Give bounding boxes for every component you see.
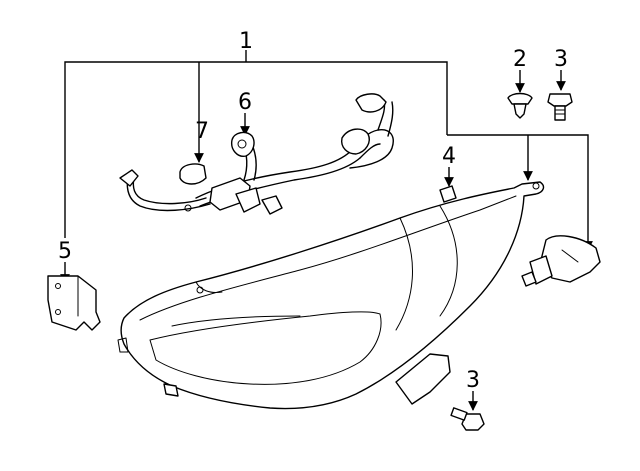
bulb-socket: [231, 131, 255, 157]
bolt-top: [547, 93, 573, 121]
callout-1-leaders: [60, 50, 593, 284]
callout-5: 5: [58, 239, 72, 264]
callout-3-top: 3: [554, 47, 568, 72]
clip: [507, 92, 533, 119]
bolt-bottom: [450, 407, 485, 431]
headlamp-assembly: [117, 181, 545, 410]
callout-1: 1: [239, 29, 253, 54]
callout-7: 7: [195, 119, 209, 144]
wiring-harness: [119, 93, 394, 215]
cap: [439, 185, 457, 203]
callout-6: 6: [238, 90, 252, 115]
callout-3-bottom: 3: [466, 368, 480, 393]
callout-2: 2: [513, 47, 527, 72]
leveling-motor: [521, 235, 601, 287]
callout-4: 4: [442, 144, 456, 169]
bracket: [47, 275, 101, 331]
bulb: [179, 163, 207, 185]
